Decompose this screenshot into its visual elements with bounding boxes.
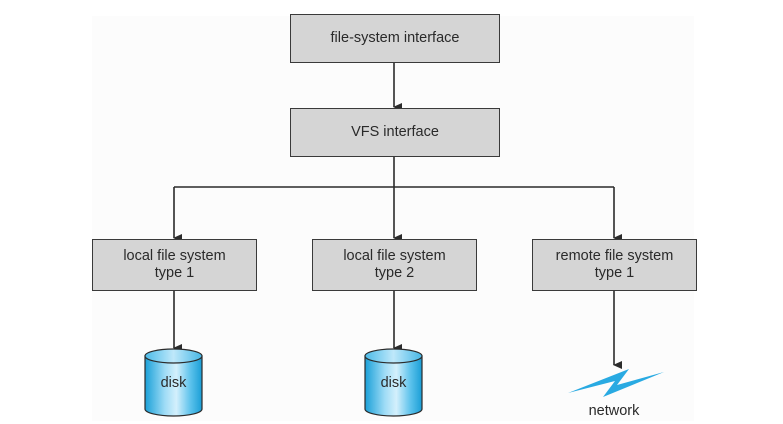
- local-file-system-type-2-box: local file system type 2: [312, 239, 477, 291]
- local-file-system-type-1-box: local file system type 1: [92, 239, 257, 291]
- box-label-line-2: type 1: [594, 265, 635, 281]
- box-label: VFS interface: [351, 124, 439, 140]
- vfs-interface-box: VFS interface: [290, 108, 500, 157]
- box-label-line-2: type 2: [374, 265, 415, 281]
- lightning-bolt-icon: [568, 369, 664, 397]
- box-label-line-1: local file system: [123, 248, 226, 264]
- box-label: file-system interface: [330, 30, 460, 46]
- remote-file-system-type-1-box: remote file system type 1: [532, 239, 697, 291]
- disk-2-label: disk: [380, 375, 407, 391]
- disk-1-label: disk: [160, 375, 187, 391]
- disk-cylinder-icon: [144, 348, 203, 417]
- box-label-line-1: remote file system: [555, 248, 674, 264]
- box-label-line-1: local file system: [343, 248, 446, 264]
- file-system-interface-box: file-system interface: [290, 14, 500, 63]
- disk-cylinder-icon: [364, 348, 423, 417]
- network-label: network: [588, 403, 640, 419]
- box-label-line-2: type 1: [154, 265, 195, 281]
